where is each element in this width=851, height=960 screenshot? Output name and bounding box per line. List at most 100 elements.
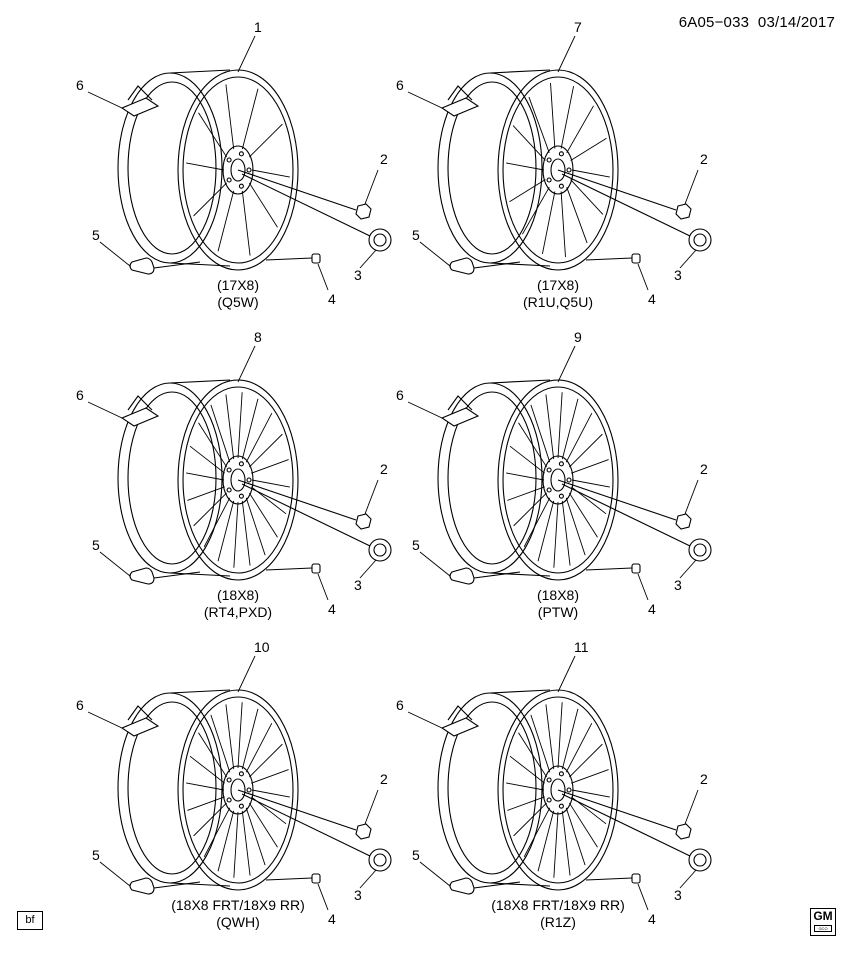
wheel-spoke bbox=[203, 807, 231, 858]
callout-center-cap: 3 bbox=[354, 577, 362, 593]
callout-part-number: 11 bbox=[574, 639, 589, 655]
lug-hole bbox=[226, 797, 232, 803]
callout-center-cap: 3 bbox=[354, 267, 362, 283]
nut-leader bbox=[237, 789, 357, 831]
lug-hole bbox=[558, 803, 564, 809]
lug-hole bbox=[546, 177, 552, 183]
center-cap-emblem bbox=[693, 543, 707, 557]
wheel-spoke bbox=[557, 392, 563, 459]
wheel-label-icon bbox=[120, 717, 160, 737]
callout-center-cap: 3 bbox=[674, 887, 682, 903]
wheel-spoke bbox=[225, 394, 235, 460]
wheel-spokes bbox=[186, 84, 290, 256]
callout-leaders bbox=[407, 655, 699, 911]
callout-tpms-sensor: 5 bbox=[92, 227, 100, 243]
callout-tpms-sensor: 5 bbox=[92, 847, 100, 863]
wheel-spoke bbox=[187, 486, 225, 501]
wheel-spoke bbox=[557, 702, 563, 769]
wheel-spoke bbox=[506, 162, 545, 171]
wheel-spoke bbox=[565, 412, 593, 463]
leader-tpms bbox=[99, 861, 131, 887]
tpms-valve-stem bbox=[473, 261, 521, 269]
lug-hole bbox=[558, 771, 564, 777]
valve-leader bbox=[585, 567, 633, 571]
wheel-nut-icon bbox=[675, 823, 692, 840]
center-cap-icon bbox=[688, 538, 712, 562]
wheel-rpo-label: (R1Z) bbox=[540, 914, 576, 930]
wheel-spoke bbox=[560, 85, 575, 149]
wheel-spoke bbox=[509, 445, 545, 474]
cap-leader bbox=[561, 173, 691, 237]
callout-valve-cap: 4 bbox=[648, 601, 656, 617]
wheel-spoke bbox=[518, 422, 548, 468]
wheel-spoke bbox=[217, 500, 235, 562]
wheel-hub bbox=[542, 455, 574, 505]
leader-nut bbox=[684, 479, 699, 515]
lug-hole bbox=[546, 487, 552, 493]
corner-tag: bf bbox=[17, 911, 43, 930]
wheel-spoke bbox=[570, 137, 607, 161]
leader-tpms bbox=[99, 551, 131, 577]
wheel-spoke bbox=[530, 714, 551, 773]
center-cap-icon bbox=[368, 228, 392, 252]
wheel-spoke bbox=[251, 479, 290, 488]
leader-tpms bbox=[419, 551, 451, 577]
wheel-spoke bbox=[553, 501, 559, 568]
wheel-spoke bbox=[251, 169, 290, 178]
tpms-valve-stem bbox=[473, 881, 521, 889]
wheel-face-lip bbox=[502, 76, 614, 264]
callout-tpms-sensor: 5 bbox=[412, 537, 420, 553]
wheel-back-rim bbox=[117, 692, 223, 884]
wheel-spoke bbox=[203, 497, 231, 548]
wheel-hub bbox=[222, 455, 254, 505]
lug-hole bbox=[546, 467, 552, 473]
wheel-size-label: (17X8) bbox=[216, 277, 260, 293]
wheel-spoke bbox=[241, 708, 259, 770]
wheel-hub bbox=[222, 765, 254, 815]
wheel-spoke bbox=[507, 796, 545, 811]
center-cap-icon bbox=[368, 848, 392, 872]
wheel-spoke bbox=[245, 497, 266, 556]
wheel-spoke bbox=[241, 88, 259, 150]
lug-hole bbox=[558, 183, 564, 189]
wheel-label-stripe bbox=[127, 395, 153, 411]
wheel-hub-bore bbox=[230, 468, 246, 492]
wheel-spoke bbox=[569, 433, 603, 468]
leader-part bbox=[237, 655, 256, 693]
callout-center-cap: 3 bbox=[674, 267, 682, 283]
leader-cap bbox=[679, 249, 697, 269]
wheel-spoke bbox=[193, 182, 227, 217]
wheel-spoke bbox=[570, 179, 604, 215]
wheel-spoke bbox=[560, 191, 566, 258]
lug-hole bbox=[226, 467, 232, 473]
wheel-illustration bbox=[407, 35, 712, 291]
wheel-rpo-label: (PTW) bbox=[537, 604, 579, 620]
center-cap-icon bbox=[688, 848, 712, 872]
wheel-spoke bbox=[571, 459, 609, 474]
valve-leader bbox=[585, 257, 633, 261]
wheel-spoke bbox=[545, 394, 555, 460]
wheel-spoke bbox=[241, 398, 259, 460]
callout-leaders bbox=[407, 35, 699, 291]
wheel-spokes bbox=[186, 702, 290, 878]
wheel-spoke bbox=[513, 802, 547, 837]
callout-tpms-sensor: 5 bbox=[412, 847, 420, 863]
wheel-back-rim-inner bbox=[447, 81, 537, 255]
lug-hole bbox=[246, 167, 252, 173]
wheel-label-icon bbox=[440, 97, 480, 117]
callout-label: 6 bbox=[76, 77, 84, 93]
leader-label bbox=[87, 711, 123, 729]
center-cap-emblem bbox=[373, 853, 387, 867]
wheel-spoke bbox=[571, 789, 610, 798]
wheel-back-rim-inner bbox=[447, 701, 537, 875]
callout-valve-cap: 4 bbox=[328, 911, 336, 927]
tpms-valve-stem bbox=[153, 261, 201, 269]
wheel-back-rim-inner bbox=[447, 391, 537, 565]
wheel-back-rim bbox=[117, 72, 223, 264]
lug-hole bbox=[238, 183, 244, 189]
nut-leader bbox=[237, 479, 357, 521]
valve-cap-icon bbox=[311, 253, 321, 264]
leader-tpms bbox=[419, 241, 451, 267]
wheel-face-lip bbox=[182, 76, 294, 264]
